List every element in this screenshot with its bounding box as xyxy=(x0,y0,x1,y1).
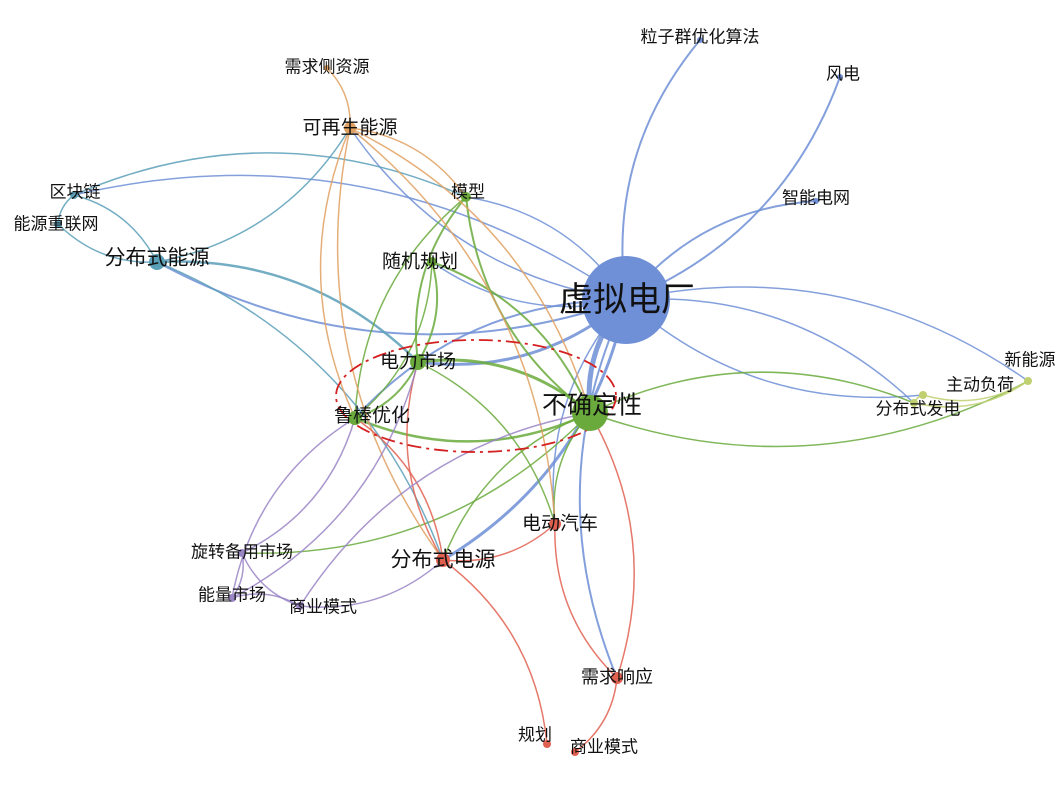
node-layer xyxy=(54,37,1032,756)
node-em[interactable] xyxy=(228,594,236,602)
edge-bm1-dg xyxy=(299,559,444,608)
edge-dg-rob xyxy=(354,417,444,561)
edge-dg-mkt xyxy=(406,361,444,561)
node-srm[interactable] xyxy=(238,549,246,557)
edge-unc-rob xyxy=(354,411,591,443)
edge-re-dsr xyxy=(326,67,351,129)
node-ev[interactable] xyxy=(549,518,561,530)
node-label-adl: 主动负荷 xyxy=(946,375,1014,396)
edge-vpp-re xyxy=(349,127,627,301)
node-adl[interactable] xyxy=(919,391,927,399)
node-label-dr: 需求响应 xyxy=(581,667,653,688)
node-label-dsr: 需求侧资源 xyxy=(284,57,370,78)
node-mkt[interactable] xyxy=(410,354,426,370)
edge-de-re xyxy=(156,127,351,263)
node-dg[interactable] xyxy=(436,553,450,567)
edge-vpp-bc xyxy=(73,174,627,301)
edge-re-ev xyxy=(349,127,556,525)
edge-bc-mod xyxy=(73,152,467,198)
edge-unc-dgen xyxy=(589,371,915,414)
edge-mkt-sto xyxy=(417,261,439,363)
node-pso[interactable] xyxy=(697,37,703,43)
node-label-re: 可再生能源 xyxy=(302,116,398,139)
node-dr[interactable] xyxy=(611,672,623,684)
node-label-ei: 能源重联网 xyxy=(13,214,99,235)
edge-re-rob xyxy=(319,127,356,419)
node-bc[interactable] xyxy=(70,191,78,199)
node-label-unc: 不确定性 xyxy=(541,390,643,420)
edge-nre-adl xyxy=(922,380,1029,402)
node-ei[interactable] xyxy=(54,220,62,228)
edge-em-mkt xyxy=(231,361,419,599)
node-label-sto: 随机规划 xyxy=(381,250,459,273)
edge-em-bm1 xyxy=(231,593,301,607)
node-label-wind: 风电 xyxy=(826,64,860,85)
edge-mkt-mod xyxy=(414,196,467,363)
node-label-dgen: 分布式发电 xyxy=(875,399,961,420)
edge-bm1-unc xyxy=(299,412,591,607)
node-label-bm1: 商业模式 xyxy=(289,597,357,618)
node-label-ev: 电动汽车 xyxy=(521,512,599,535)
edge-rob-sto xyxy=(354,261,433,419)
edge-de-dg xyxy=(156,261,444,561)
edge-re-unc xyxy=(349,127,591,414)
node-unc[interactable] xyxy=(572,395,608,431)
edge-unc-nre xyxy=(589,380,1029,448)
edge-srm-rob xyxy=(241,417,356,554)
node-nre[interactable] xyxy=(1024,377,1032,385)
edge-unc-sto xyxy=(431,261,591,414)
node-label-mkt: 电力市场 xyxy=(379,350,457,373)
node-re[interactable] xyxy=(344,122,356,134)
highlight-ellipse xyxy=(335,339,617,453)
edge-de-ei xyxy=(57,223,158,263)
node-label-srm: 旋转备用市场 xyxy=(191,542,293,563)
node-sto[interactable] xyxy=(427,257,437,267)
edge-ev-dr xyxy=(554,523,618,679)
node-mod[interactable] xyxy=(461,192,471,202)
node-label-bm2: 商业模式 xyxy=(570,737,638,758)
edge-dr-bm2 xyxy=(574,677,618,753)
node-label-pso: 粒子群优化算法 xyxy=(640,27,760,48)
edge-mkt-ev xyxy=(417,361,556,525)
node-sg[interactable] xyxy=(813,198,819,204)
edge-dr-unc xyxy=(589,412,635,679)
edge-dg-ev xyxy=(442,523,556,562)
node-dgen[interactable] xyxy=(910,399,918,407)
node-bm1[interactable] xyxy=(296,602,304,610)
edge-mkt-de xyxy=(156,260,419,363)
edge-em-rob xyxy=(231,417,356,599)
edge-vpp-nre xyxy=(625,286,1029,382)
node-label-mod: 模型 xyxy=(451,182,485,203)
edge-vpp-dr xyxy=(578,299,627,679)
node-label-nre: 新能源 xyxy=(1004,350,1056,371)
node-bm2[interactable] xyxy=(571,748,579,756)
edge-de-bc xyxy=(73,194,158,263)
edge-srm-bm1 xyxy=(241,552,301,607)
edge-dg-plan xyxy=(442,559,548,745)
node-vpp[interactable] xyxy=(582,256,670,344)
node-de[interactable] xyxy=(149,254,165,270)
node-label-de: 分布式能源 xyxy=(104,245,210,270)
edge-unc-dg xyxy=(442,412,591,561)
edge-vpp-dg xyxy=(442,299,628,562)
node-dsr[interactable] xyxy=(324,65,330,71)
edge-re-mod xyxy=(349,127,467,198)
node-label-rob: 鲁棒优化 xyxy=(333,404,411,427)
node-label-sg: 智能电网 xyxy=(782,188,850,209)
node-rob[interactable] xyxy=(348,411,362,425)
node-label-em: 能量市场 xyxy=(198,585,266,606)
node-label-bc: 区块链 xyxy=(49,182,101,203)
node-plan[interactable] xyxy=(543,740,551,748)
edge-unc-srm xyxy=(241,412,591,555)
node-label-plan: 规划 xyxy=(518,725,552,746)
edge-nre-dgen xyxy=(913,380,1029,408)
node-wind[interactable] xyxy=(837,74,843,80)
node-label-vpp: 虚拟电厂 xyxy=(559,280,695,320)
edge-re-dg xyxy=(336,127,444,561)
node-label-dg: 分布式电源 xyxy=(390,547,496,572)
